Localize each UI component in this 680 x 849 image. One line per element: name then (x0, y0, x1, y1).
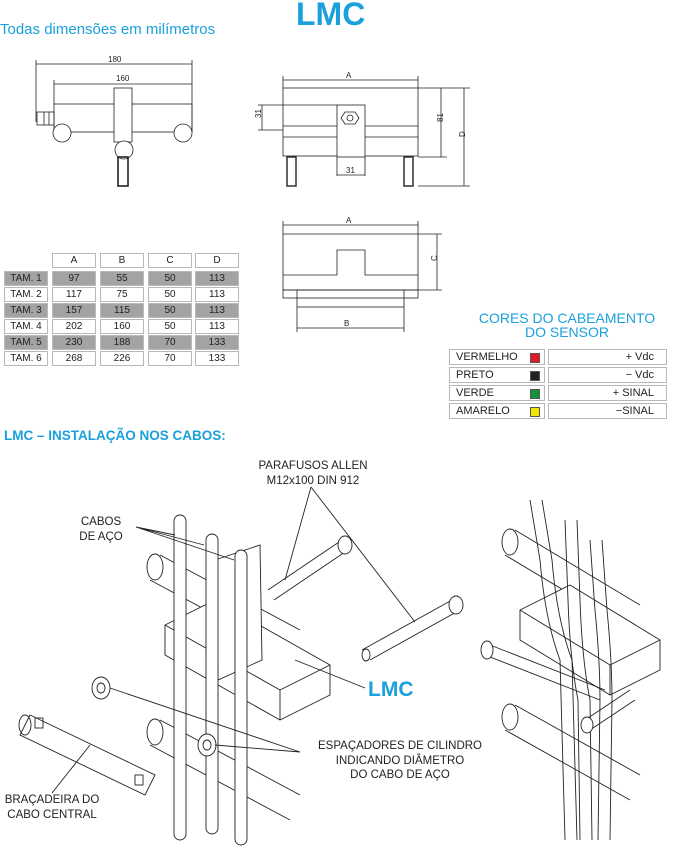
table-cell: 113 (195, 287, 239, 302)
sensor-signal: −SINAL (615, 405, 654, 417)
sensor-signal-cell: − Vdc (548, 367, 667, 383)
dim-d: D (458, 131, 467, 137)
sensor-signal-cell: + SINAL (548, 385, 667, 401)
table-header-b: B (100, 253, 144, 268)
table-cell: 113 (195, 319, 239, 334)
installation-assembled-drawing (480, 499, 661, 841)
sensor-title-line1: CORES DO CABEAMENTO (478, 310, 656, 326)
table-cell: 133 (195, 335, 239, 350)
label-screws-line2: M12x100 DIN 912 (266, 474, 360, 487)
table-cell: 230 (52, 335, 96, 350)
color-swatch-icon (530, 353, 540, 363)
table-header-c: C (148, 253, 192, 268)
table-cell: 226 (100, 351, 144, 366)
label-screws-line1: PARAFUSOS ALLEN (258, 460, 368, 472)
table-cell: 50 (148, 287, 192, 302)
table-cell: 188 (100, 335, 144, 350)
table-cell: 157 (52, 303, 96, 318)
sensor-signal: + Vdc (625, 351, 654, 363)
table-header-d: D (195, 253, 239, 268)
sensor-wiring-title: CORES DO CABEAMENTO DO SENSOR (449, 311, 680, 339)
label-spacers: ESPAÇADORES DE CILINDRO INDICANDO DIÂMET… (300, 739, 500, 783)
label-cables-line1: CABOS (80, 516, 122, 528)
sensor-color-cell: PRETO (449, 367, 545, 383)
label-spacers-line3: DO CABO DE AÇO (350, 769, 450, 781)
table-row-label: TAM. 3 (4, 303, 48, 318)
table-cell: 113 (195, 303, 239, 318)
table-cell: 115 (100, 303, 144, 318)
label-spacers-line2: INDICANDO DIÂMETRO (335, 754, 465, 767)
color-swatch-icon (530, 389, 540, 399)
table-cell: 133 (195, 351, 239, 366)
dim-31-vertical: 31 (254, 109, 263, 118)
table-cell: 50 (148, 271, 192, 286)
page-title: LMC (296, 0, 366, 32)
table-cell: 117 (52, 287, 96, 302)
table-row-label: TAM. 6 (4, 351, 48, 366)
sensor-color-name: VERMELHO (456, 351, 518, 363)
bottom-view-drawing: A C B (282, 216, 442, 332)
table-cell: 55 (100, 271, 144, 286)
sensor-signal: − Vdc (625, 369, 654, 381)
label-steel-cables: CABOS DE AÇO (61, 515, 141, 544)
label-spacers-line1: ESPAÇADORES DE CILINDRO (317, 740, 482, 752)
sensor-color-name: VERDE (456, 387, 494, 399)
sensor-color-cell: VERDE (449, 385, 545, 401)
label-clamp-line1: BRAÇADEIRA DO (4, 794, 100, 806)
sensor-color-name: PRETO (456, 369, 494, 381)
dim-b: B (344, 319, 349, 328)
sensor-color-cell: AMARELO (449, 403, 545, 419)
color-swatch-icon (530, 407, 540, 417)
installation-exploded-drawing (18, 486, 464, 846)
label-cables-line2: DE AÇO (79, 530, 123, 543)
table-cell: 97 (52, 271, 96, 286)
dim-c: C (430, 255, 439, 261)
table-cell: 70 (148, 351, 192, 366)
sensor-signal: + SINAL (612, 387, 654, 399)
table-cell: 70 (148, 335, 192, 350)
table-cell: 50 (148, 319, 192, 334)
label-clamp-line2: CABO CENTRAL (7, 808, 97, 821)
table-header-a: A (52, 253, 96, 268)
sensor-title-line2: DO SENSOR (524, 324, 609, 340)
table-row-label: TAM. 5 (4, 335, 48, 350)
units-note: Todas dimensões em milímetros (0, 21, 216, 38)
dim-a-bottom: A (346, 216, 352, 225)
table-cell: 50 (148, 303, 192, 318)
table-cell: 160 (100, 319, 144, 334)
sensor-color-cell: VERMELHO (449, 349, 545, 365)
table-row-label: TAM. 4 (4, 319, 48, 334)
label-lmc: LMC (368, 678, 414, 701)
table-cell: 268 (52, 351, 96, 366)
table-cell: 113 (195, 271, 239, 286)
installation-heading: LMC – INSTALAÇÃO NOS CABOS: (4, 428, 226, 443)
dim-180: 180 (108, 55, 122, 64)
dim-160: 160 (116, 74, 130, 83)
label-central-clamp: BRAÇADEIRA DO CABO CENTRAL (0, 793, 104, 822)
table-cell: 75 (100, 287, 144, 302)
sensor-signal-cell: + Vdc (548, 349, 667, 365)
sensor-signal-cell: −SINAL (548, 403, 667, 419)
label-allen-screws: PARAFUSOS ALLEN M12x100 DIN 912 (233, 459, 393, 488)
table-row-label: TAM. 2 (4, 287, 48, 302)
table-row-label: TAM. 1 (4, 271, 48, 286)
table-cell: 202 (52, 319, 96, 334)
front-view-drawing: A 31 31 81 D (254, 71, 470, 187)
dim-81: 81 (436, 113, 445, 122)
color-swatch-icon (530, 371, 540, 381)
dim-a: A (346, 71, 352, 80)
sensor-color-name: AMARELO (456, 405, 510, 417)
dim-31-horizontal: 31 (346, 166, 355, 175)
side-view-drawing: 180 160 (35, 55, 193, 187)
